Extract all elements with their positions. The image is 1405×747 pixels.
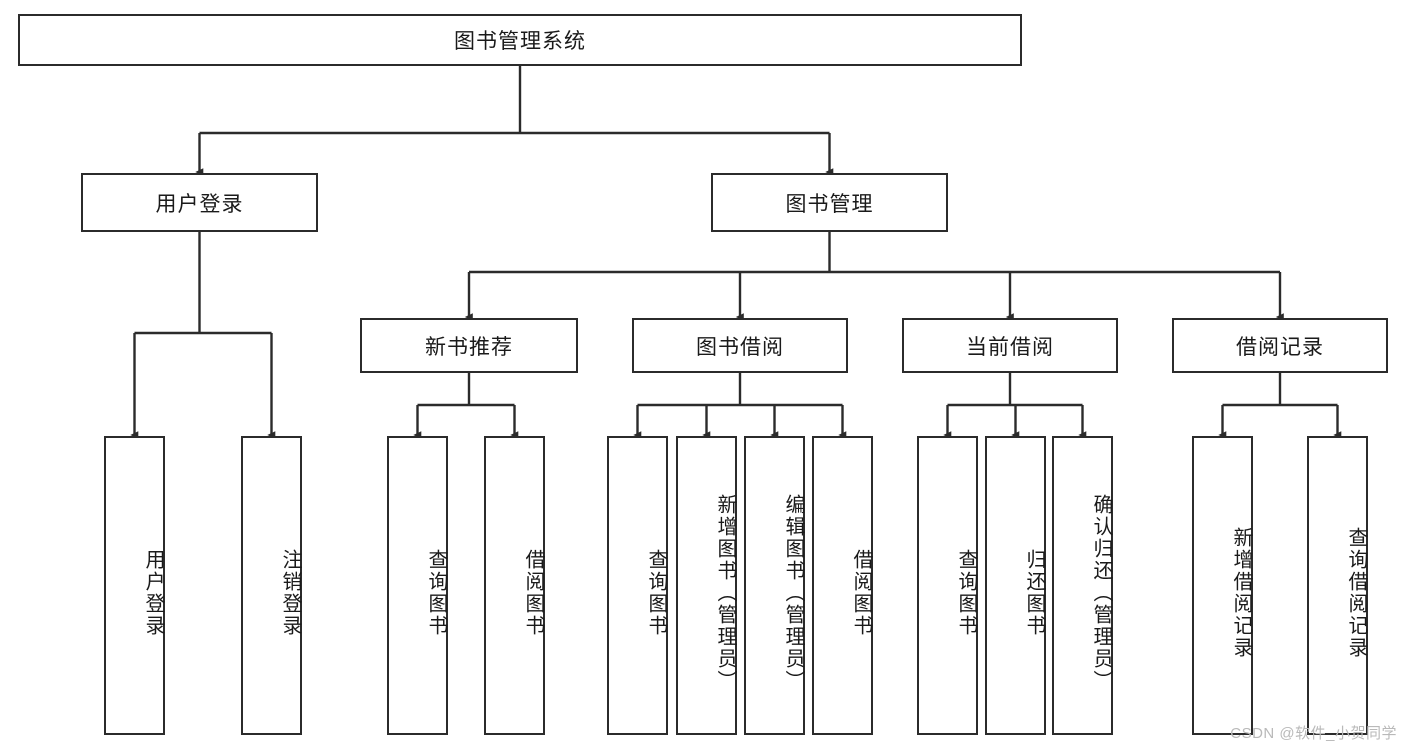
node-leaf-rec-query[interactable]: 查询图书 — [387, 436, 448, 735]
node-borrow-record[interactable]: 借阅记录 — [1172, 318, 1388, 373]
node-leaf-cur-return[interactable]: 归还图书 — [985, 436, 1046, 735]
node-label: 归还图书 — [1023, 548, 1045, 637]
node-label: 借阅记录 — [1236, 335, 1324, 359]
node-root[interactable]: 图书管理系统 — [18, 14, 1022, 66]
node-leaf-book-add[interactable]: 新增图书（管理员） — [676, 436, 737, 735]
watermark-text: CSDN @软件_小贺同学 — [1230, 725, 1397, 742]
node-leaf-cur-query[interactable]: 查询图书 — [917, 436, 978, 735]
node-label: 用户登录 — [142, 548, 164, 637]
node-label: 图书管理系统 — [454, 30, 586, 53]
node-label: 查询图书 — [955, 548, 977, 637]
node-leaf-book-lend[interactable]: 借阅图书 — [812, 436, 873, 735]
node-user-login[interactable]: 用户登录 — [81, 173, 318, 232]
node-leaf-rec-borrow[interactable]: 借阅图书 — [484, 436, 545, 735]
node-label: 当前借阅 — [966, 335, 1054, 359]
node-label: 新增图书（管理员） — [714, 493, 736, 692]
node-leaf-cur-confirm[interactable]: 确认归还（管理员） — [1052, 436, 1113, 735]
node-leaf-book-edit[interactable]: 编辑图书（管理员） — [744, 436, 805, 735]
node-label: 查询借阅记录 — [1345, 526, 1367, 659]
node-label: 图书管理 — [785, 192, 874, 216]
node-leaf-user-login[interactable]: 用户登录 — [104, 436, 165, 735]
node-current-borrow[interactable]: 当前借阅 — [902, 318, 1118, 373]
node-label: 用户登录 — [155, 192, 244, 216]
node-label: 借阅图书 — [850, 548, 872, 637]
node-label: 注销登录 — [279, 548, 301, 637]
node-label: 图书借阅 — [696, 335, 784, 359]
node-label: 确认归还（管理员） — [1090, 493, 1112, 692]
node-label: 查询图书 — [645, 548, 667, 637]
node-leaf-borrow-query[interactable]: 查询图书 — [607, 436, 668, 735]
node-label: 查询图书 — [425, 548, 447, 637]
node-book-borrow[interactable]: 图书借阅 — [632, 318, 848, 373]
node-leaf-rec-search[interactable]: 查询借阅记录 — [1307, 436, 1368, 735]
node-leaf-logout[interactable]: 注销登录 — [241, 436, 302, 735]
node-book-manage[interactable]: 图书管理 — [711, 173, 948, 232]
node-label: 编辑图书（管理员） — [782, 493, 804, 692]
node-label: 借阅图书 — [522, 548, 544, 637]
node-label: 新增借阅记录 — [1230, 526, 1252, 659]
node-leaf-rec-add[interactable]: 新增借阅记录 — [1192, 436, 1253, 735]
node-label: 新书推荐 — [425, 335, 513, 359]
node-new-book-rec[interactable]: 新书推荐 — [360, 318, 578, 373]
